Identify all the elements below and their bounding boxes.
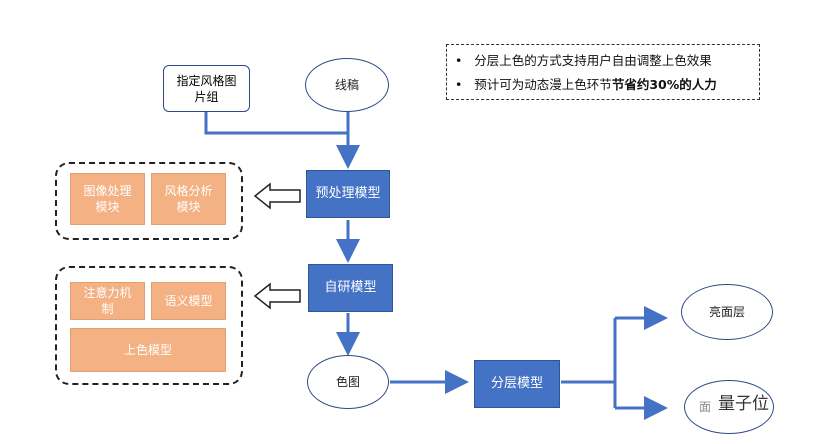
image-processing-module: 图像处理模块 [70,173,145,225]
layer-model-node: 分层模型 [474,360,560,408]
highlight-layer-node: 亮面层 [681,284,773,340]
color-image-node: 色图 [307,355,389,409]
dark-layer-label: 面 [699,400,712,414]
preprocess-model-node: 预处理模型 [306,170,390,218]
lineart-node: 线稿 [305,58,389,112]
watermark: 量子位 [718,394,769,414]
attention-module: 注意力机制 [70,282,145,320]
style-analysis-module: 风格分析模块 [151,173,226,225]
notes-box: • 分层上色的方式支持用户自由调整上色效果 • 预计可为动态漫上色环节节省约30… [446,44,760,100]
style-images-node: 指定风格图片组 [163,65,250,112]
note-line-2: 预计可为动态漫上色环节 [474,77,612,92]
bullet: • [455,77,463,92]
hollow-arrow-icon [253,182,301,210]
arrow-style-to-preprocess [204,112,360,169]
coloring-module: 上色模型 [70,328,226,372]
dark-layer-node: 面 [684,380,774,434]
hollow-arrow-icon [253,282,301,310]
bullet: • [455,53,463,68]
note-line-1: 分层上色的方式支持用户自由调整上色效果 [474,53,712,68]
model-group [55,266,243,385]
semantic-module: 语义模型 [151,282,226,320]
arrow-layer-split [561,316,662,410]
preprocess-group [55,162,243,240]
inhouse-model-node: 自研模型 [308,264,393,312]
note-line-2-bold: 节省约30%的人力 [611,77,717,92]
